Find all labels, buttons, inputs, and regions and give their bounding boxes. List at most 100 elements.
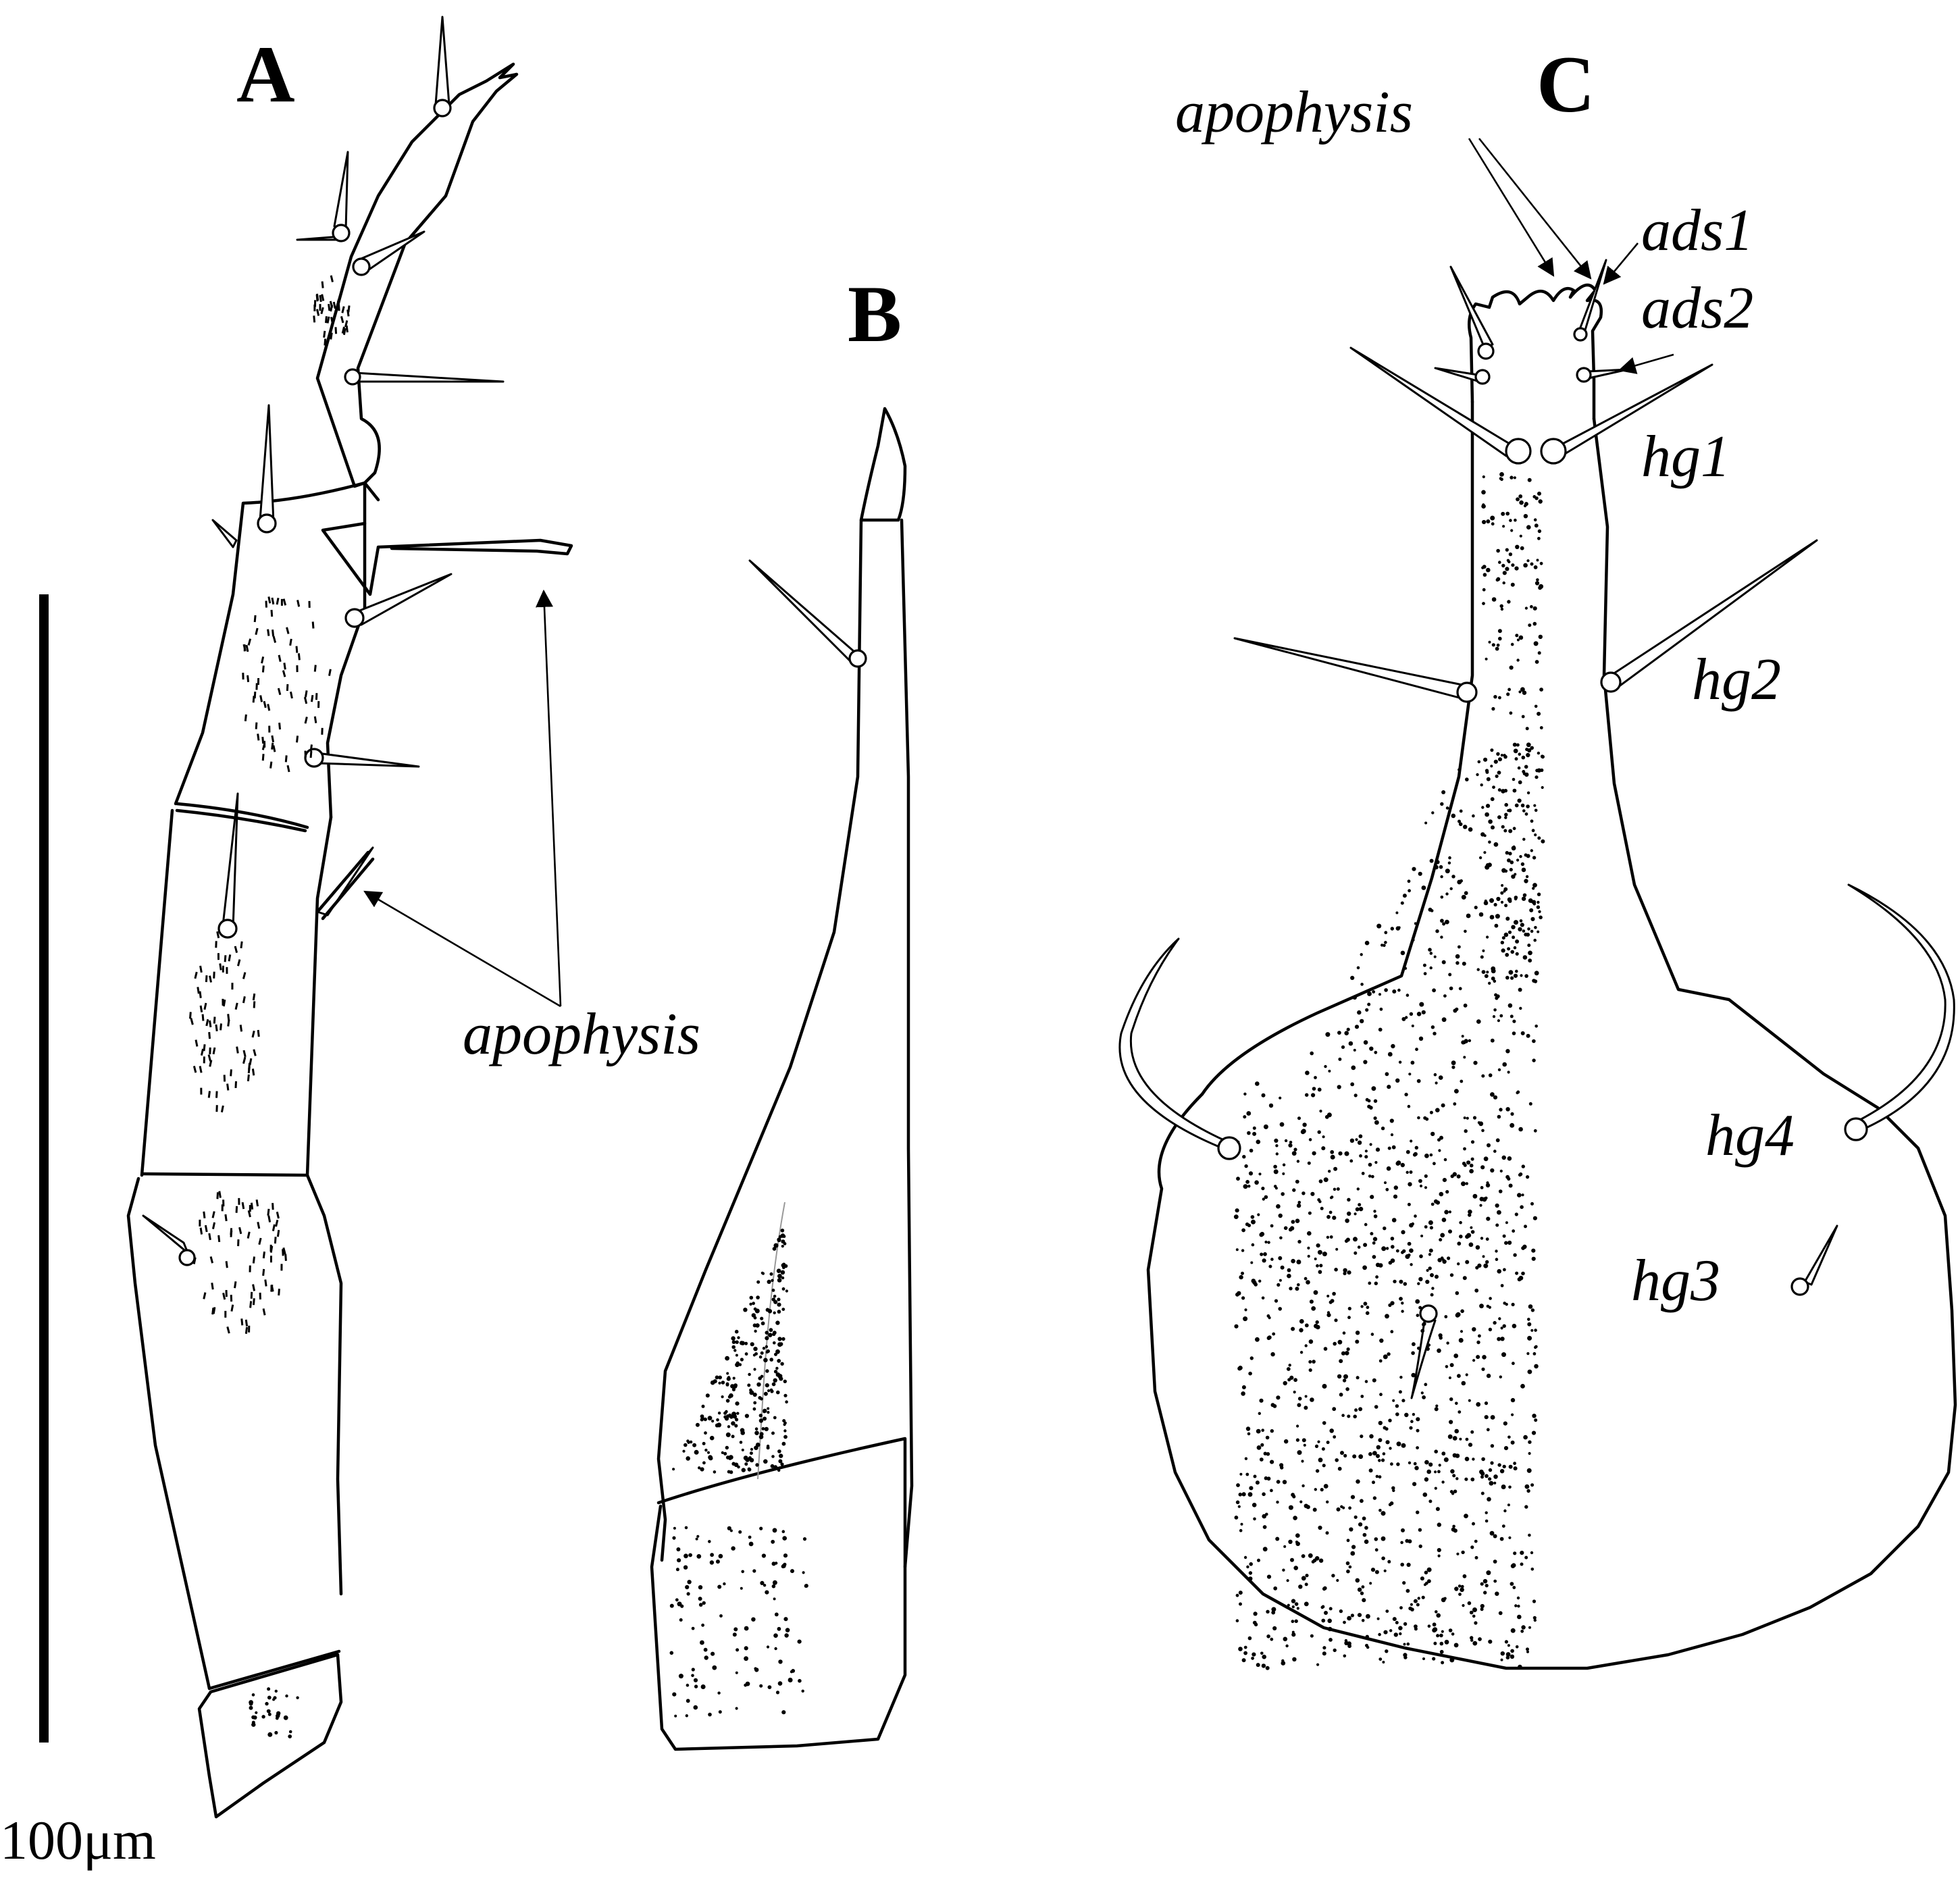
stipple-dot bbox=[1381, 944, 1384, 947]
stipple-dot bbox=[1281, 1661, 1286, 1666]
stipple-dot bbox=[1449, 986, 1453, 991]
stipple-dot bbox=[1480, 783, 1483, 787]
panel-c-socket-left-small bbox=[1474, 369, 1491, 385]
stipple-dot bbox=[1449, 1657, 1455, 1663]
stipple-dot bbox=[1509, 519, 1512, 522]
stipple-dot bbox=[1241, 1249, 1245, 1252]
stipple-dot bbox=[1339, 1359, 1343, 1364]
stipple-dot bbox=[1511, 846, 1516, 851]
stipple-dot bbox=[1410, 1139, 1413, 1143]
stipple-dot bbox=[1378, 1509, 1382, 1512]
stipple-dot bbox=[1440, 919, 1444, 923]
stipple-dot bbox=[1530, 746, 1534, 750]
stipple-dot bbox=[1510, 976, 1514, 980]
stipple-dot bbox=[1262, 1654, 1266, 1659]
panel-c-label-ads1: ads1 bbox=[1641, 198, 1753, 263]
stipple-dot bbox=[744, 1683, 748, 1687]
stipple-dot bbox=[1398, 1390, 1402, 1394]
stipple-dot bbox=[1247, 1636, 1252, 1641]
stipple-dot bbox=[1512, 1586, 1516, 1589]
stipple-dot bbox=[1500, 754, 1503, 757]
stipple-dot bbox=[1308, 1339, 1314, 1344]
stipple-dot bbox=[777, 1449, 781, 1453]
stipple-dot bbox=[224, 1214, 228, 1222]
stipple-dot bbox=[1372, 1496, 1377, 1500]
stipple-dot bbox=[1435, 860, 1440, 865]
stipple-dot bbox=[1330, 1154, 1335, 1160]
stipple-dot bbox=[1510, 1014, 1514, 1018]
stipple-dot bbox=[1368, 1281, 1372, 1285]
stipple-dot bbox=[267, 1732, 273, 1737]
stipple-dot bbox=[1505, 511, 1510, 516]
stipple-dot bbox=[773, 1311, 776, 1315]
stipple-dot bbox=[1468, 1242, 1474, 1247]
stipple-dot bbox=[238, 1227, 242, 1235]
stipple-dot bbox=[1497, 788, 1501, 792]
stipple-dot bbox=[1262, 1492, 1266, 1497]
stipple-dot bbox=[744, 1352, 748, 1356]
stipple-dot bbox=[1452, 1474, 1456, 1478]
stipple-dot bbox=[773, 1370, 778, 1374]
stipple-dot bbox=[1440, 802, 1444, 806]
stipple-dot bbox=[1470, 1636, 1474, 1640]
stipple-dot bbox=[1528, 1102, 1532, 1106]
panel-c-socket-hg2-right bbox=[1600, 671, 1622, 693]
stipple-dot bbox=[1252, 1281, 1257, 1285]
stipple-dot bbox=[1314, 1444, 1319, 1448]
stipple-dot bbox=[1333, 1435, 1337, 1439]
stipple-dot bbox=[1426, 1347, 1430, 1351]
stipple-dot bbox=[1361, 1619, 1365, 1622]
stipple-dot bbox=[1454, 1089, 1459, 1093]
stipple-dot bbox=[1258, 1412, 1262, 1415]
stipple-dot bbox=[781, 1710, 786, 1715]
stipple-dot bbox=[1484, 1415, 1489, 1420]
stipple-dot bbox=[271, 735, 275, 743]
stipple-dot bbox=[1468, 1039, 1472, 1043]
stipple-dot bbox=[262, 1268, 265, 1276]
stipple-dot bbox=[1530, 1202, 1534, 1206]
stipple-dot bbox=[1412, 938, 1415, 942]
stipple-dot bbox=[1440, 1233, 1445, 1238]
stipple-dot bbox=[1512, 1229, 1516, 1233]
panel-c-seta-hg2-left bbox=[1233, 637, 1467, 700]
stipple-dot bbox=[773, 1416, 777, 1420]
stipple-dot bbox=[1293, 1378, 1297, 1383]
stipple-dot bbox=[1472, 1359, 1476, 1362]
stipple-dot bbox=[1291, 1258, 1295, 1264]
stipple-dot bbox=[1505, 975, 1510, 980]
stipple-dot bbox=[1295, 1287, 1299, 1291]
stipple-dot bbox=[1463, 1003, 1468, 1008]
stipple-dot bbox=[192, 1257, 197, 1264]
stipple-dot bbox=[1418, 1544, 1422, 1549]
stipple-dot bbox=[205, 1018, 209, 1027]
stipple-dot bbox=[228, 954, 232, 962]
stipple-dot bbox=[1486, 567, 1491, 573]
stipple-dot bbox=[754, 1667, 757, 1670]
stipple-dot bbox=[1443, 1158, 1447, 1162]
stipple-dot bbox=[1391, 1145, 1396, 1150]
stipple-dot bbox=[1507, 809, 1510, 812]
stipple-dot bbox=[695, 1422, 700, 1427]
stipple-dot bbox=[1517, 1193, 1522, 1197]
stipple-dot bbox=[270, 609, 274, 617]
stipple-dot bbox=[1512, 742, 1517, 747]
stipple-dot bbox=[1508, 1536, 1512, 1539]
stipple-dot bbox=[731, 1462, 736, 1466]
stipple-dot bbox=[1493, 1534, 1497, 1539]
stipple-dot bbox=[753, 1401, 757, 1405]
stipple-dot bbox=[1502, 1324, 1506, 1329]
stipple-dot bbox=[761, 1553, 766, 1558]
stipple-dot bbox=[276, 1211, 280, 1219]
stipple-dot bbox=[1346, 1569, 1350, 1574]
stipple-dot bbox=[1252, 1652, 1256, 1657]
stipple-dot bbox=[1435, 1610, 1438, 1614]
stipple-dot bbox=[238, 1197, 240, 1205]
stipple-dot bbox=[1468, 1209, 1472, 1214]
stipple-dot bbox=[672, 1692, 677, 1697]
panel-a-label: A bbox=[236, 29, 295, 119]
stipple-dot bbox=[1266, 1609, 1270, 1614]
stipple-dot bbox=[1235, 1619, 1239, 1622]
stipple-dot bbox=[1430, 1273, 1434, 1277]
stipple-dot bbox=[244, 714, 247, 721]
stipple-dot bbox=[1387, 1052, 1393, 1057]
